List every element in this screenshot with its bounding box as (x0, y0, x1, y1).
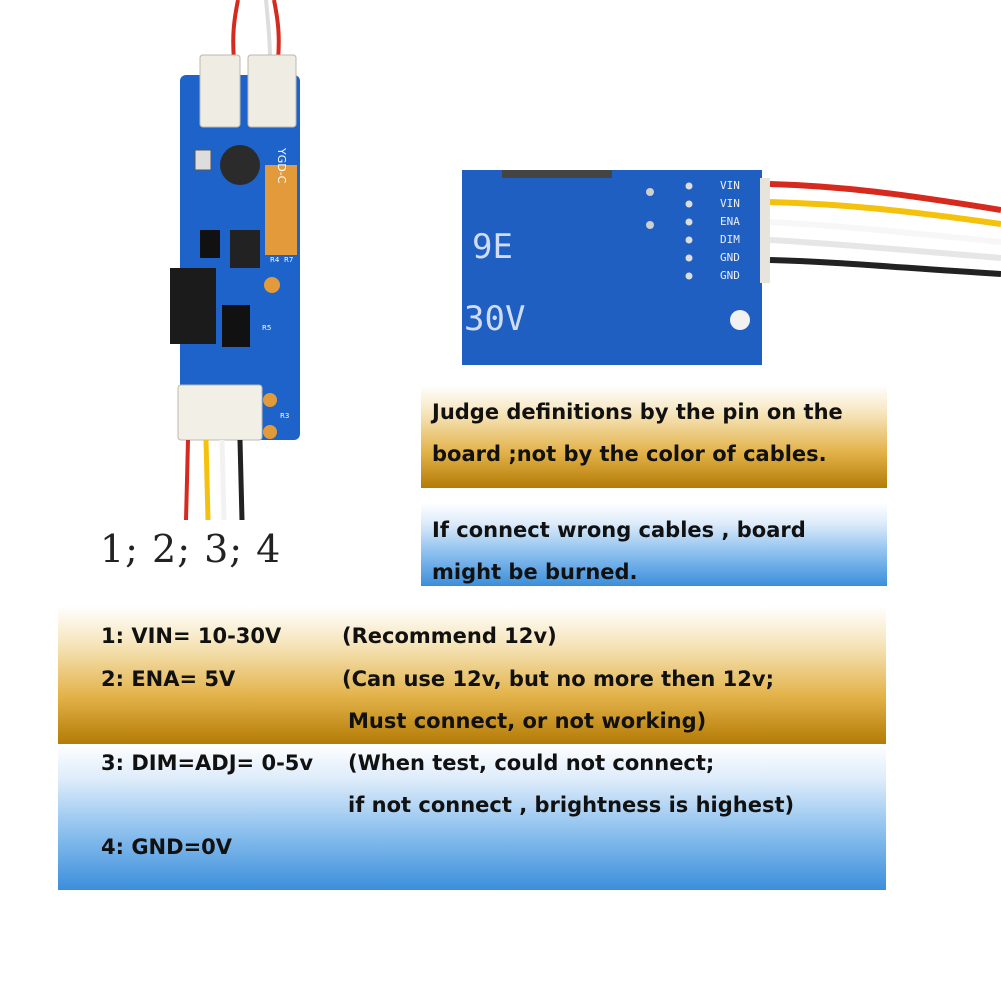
closeup-pcb (462, 170, 762, 365)
mount-hole (730, 310, 750, 330)
notice-1-line-1: Judge definitions by the pin on the (432, 400, 843, 424)
pin-label-vin-1: VIN (720, 179, 740, 192)
label-r7: R7 (284, 256, 293, 264)
wire-yellow (203, 439, 211, 520)
wire-white (219, 439, 227, 520)
spec-2-note: (Can use 12v, but no more then 12v; (342, 667, 774, 691)
pin-label-dim: DIM (720, 233, 740, 246)
pin-header (685, 182, 693, 280)
spec-3-note: (When test, could not connect; (348, 751, 715, 775)
wire-red (184, 439, 190, 520)
spec-4-pin: 4: GND=0V (101, 835, 233, 859)
pin-sequence-label: 1; 2; 3; 4 (100, 527, 282, 571)
spec-1-note: (Recommend 12v) (342, 624, 557, 648)
notice-1-line-2: board ;not by the color of cables. (432, 442, 827, 466)
closeup-top-edge (502, 170, 612, 178)
solder-pad-3 (263, 425, 277, 439)
pin-label-gnd-2: GND (720, 269, 740, 282)
spec-3-note-cont: if not connect , brightness is highest) (348, 793, 795, 817)
spec-panel-gold: 1: VIN= 10-30V (Recommend 12v) 2: ENA= 5… (58, 606, 886, 744)
solder-pad-2 (263, 393, 277, 407)
led-driver-board-photo: YGD-C R4 R7 R5 R3 (170, 0, 300, 520)
top-wire-red-1 (231, 0, 240, 61)
spec-panel-blue: 3: DIM=ADJ= 0-5v (When test, could not c… (58, 744, 886, 890)
closeup-voltage-text: 30V (464, 299, 525, 339)
closeup-wire-yellow (769, 199, 1001, 227)
closeup-wire-black (769, 257, 1001, 277)
pin-label-gnd-1: GND (720, 251, 740, 264)
board-label-ygd: YGD-C (275, 147, 288, 184)
capacitor-small (194, 149, 212, 171)
diode (200, 230, 220, 258)
copper-pad (265, 165, 297, 255)
closeup-connector (760, 178, 770, 283)
label-r3: R3 (280, 412, 289, 420)
notice-pin-definition: Judge definitions by the pin on the boar… (421, 385, 887, 488)
notice-2-line-2: might be burned. (432, 560, 638, 584)
spec-1-pin: 1: VIN= 10-30V (101, 624, 282, 648)
transistor (230, 230, 260, 268)
pin-label-ena: ENA (720, 215, 740, 228)
closeup-wire-white-1 (769, 219, 1001, 245)
closeup-model-text: 9E (472, 227, 513, 267)
spec-2-note-cont: Must connect, or not working) (348, 709, 707, 733)
label-r5: R5 (262, 324, 271, 332)
top-wire-gray (264, 0, 272, 61)
label-r4: R4 (270, 256, 280, 264)
top-wire-white (240, 0, 248, 61)
bottom-connector (177, 384, 263, 441)
notice-wrong-cables-warning: If connect wrong cables , board might be… (421, 503, 887, 586)
solder-pad-1 (264, 277, 280, 293)
closeup-wire-red (769, 181, 1001, 213)
inductor (220, 145, 260, 185)
ic-chip (222, 305, 250, 347)
closeup-wire-white-2 (769, 237, 1001, 261)
notice-2-line-1: If connect wrong cables , board (432, 518, 806, 542)
spec-3-pin: 3: DIM=ADJ= 0-5v (101, 751, 314, 775)
spec-2-pin: 2: ENA= 5V (101, 667, 236, 691)
electrolytic-capacitor (170, 268, 216, 344)
top-wire-red-2 (272, 0, 281, 61)
board-closeup-photo: 9E 30V VIN VIN ENA DIM GND GND (462, 170, 1001, 365)
pin-label-vin-2: VIN (720, 197, 740, 210)
wire-black (237, 439, 245, 520)
